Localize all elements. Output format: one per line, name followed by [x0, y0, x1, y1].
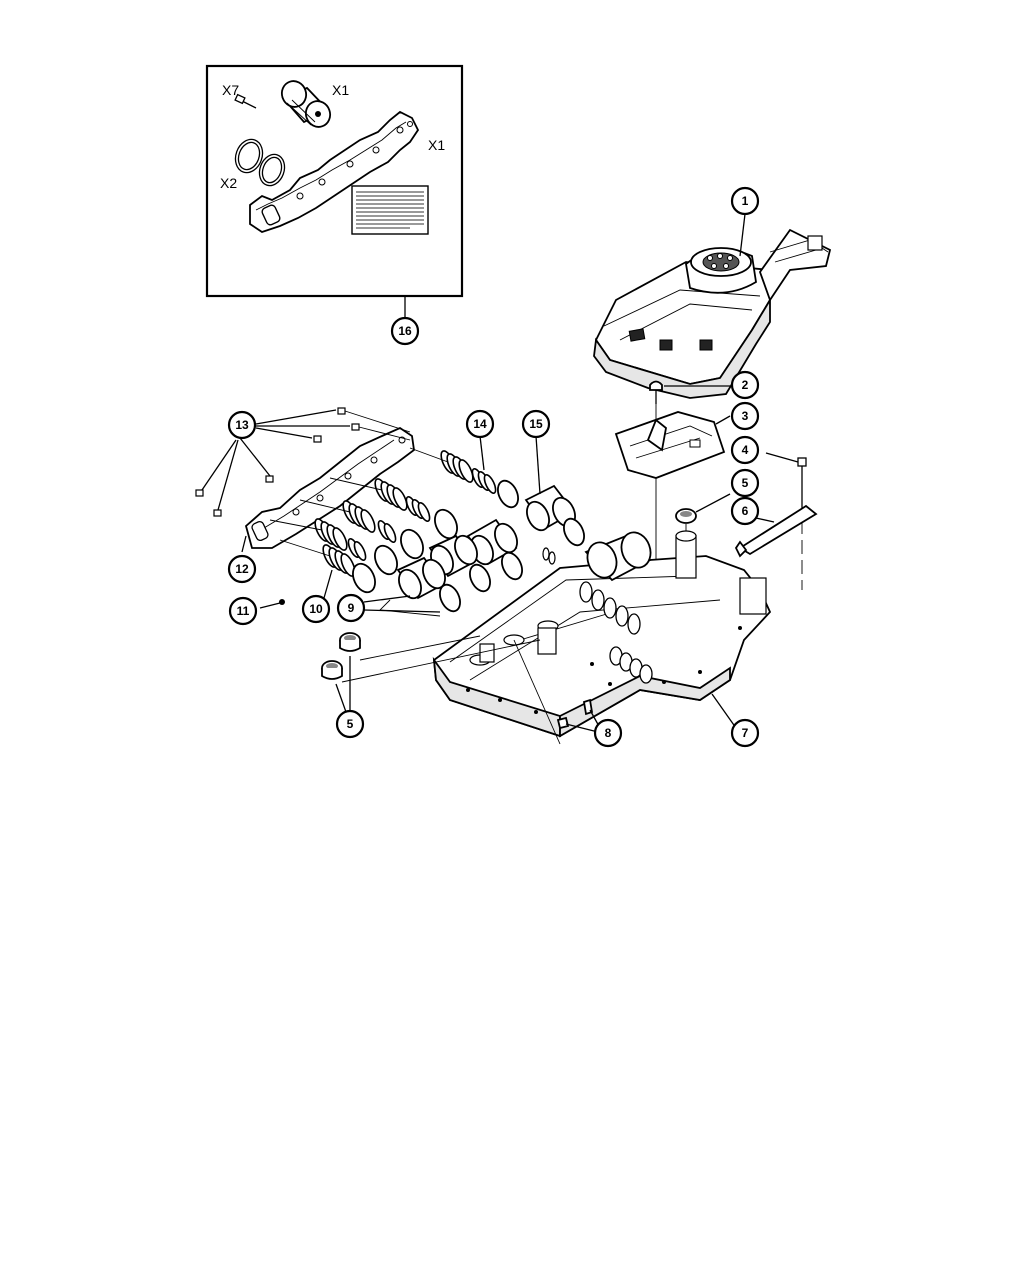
callout-10: 10: [301, 594, 331, 624]
svg-text:6: 6: [742, 504, 749, 518]
callout-11: 11: [228, 596, 258, 626]
svg-text:15: 15: [529, 417, 543, 431]
callout-1: 1: [730, 186, 760, 216]
callout-15: 15: [521, 409, 551, 439]
svg-text:11: 11: [237, 604, 250, 618]
svg-text:9: 9: [348, 601, 355, 615]
svg-text:12: 12: [235, 562, 249, 576]
service-kit-box: X7 X1 X2 X1: [205, 64, 464, 318]
callout-12: 12: [227, 554, 257, 584]
svg-text:7: 7: [742, 726, 749, 740]
svg-text:16: 16: [398, 324, 412, 338]
svg-text:2: 2: [742, 378, 749, 392]
pins: [513, 639, 601, 745]
cover-screw: [765, 452, 807, 590]
svg-text:8: 8: [605, 726, 612, 740]
callout-5-upper: 5: [730, 468, 760, 498]
callout-9: 9: [336, 593, 366, 623]
callout-2: 2: [730, 370, 760, 400]
svg-text:4: 4: [742, 443, 749, 457]
springs-and-pistons: [269, 435, 585, 617]
callout-4: 4: [730, 435, 760, 465]
kit-gasket: [249, 110, 420, 233]
svg-text:1: 1: [742, 194, 749, 208]
spring-clip: [734, 504, 818, 558]
callout-8: 8: [593, 718, 623, 748]
cover-screws: [195, 407, 411, 517]
svg-text:5: 5: [742, 476, 749, 490]
small-pin: [259, 599, 285, 609]
callout-13: 13: [227, 410, 257, 440]
kit-qty-filter: X1: [332, 82, 349, 98]
callout-6: 6: [730, 496, 760, 526]
kit-qty-oring: X2: [220, 175, 237, 191]
callout-16: 16: [390, 316, 420, 346]
svg-text:10: 10: [309, 602, 323, 616]
seal-upper: [675, 493, 731, 535]
end-plate: [241, 426, 415, 553]
svg-text:5: 5: [347, 717, 354, 731]
kit-qty-screw: X7: [222, 82, 239, 98]
bracket-plate: [614, 411, 731, 479]
kit-filter: [280, 80, 332, 128]
kit-qty-gasket: X1: [428, 137, 445, 153]
svg-text:13: 13: [235, 418, 249, 432]
svg-text:3: 3: [742, 409, 749, 423]
kit-screw: [234, 93, 257, 109]
valve-body: [432, 530, 772, 738]
kit-orings: [234, 138, 286, 187]
callout-5-lower: 5: [335, 709, 365, 739]
callout-7: 7: [730, 718, 760, 748]
kit-instruction-sheet: [351, 185, 429, 235]
control-module: [593, 228, 832, 399]
seals-lower: [321, 632, 541, 713]
callout-3: 3: [730, 401, 760, 431]
svg-text:14: 14: [473, 417, 487, 431]
callout-14: 14: [465, 409, 495, 439]
